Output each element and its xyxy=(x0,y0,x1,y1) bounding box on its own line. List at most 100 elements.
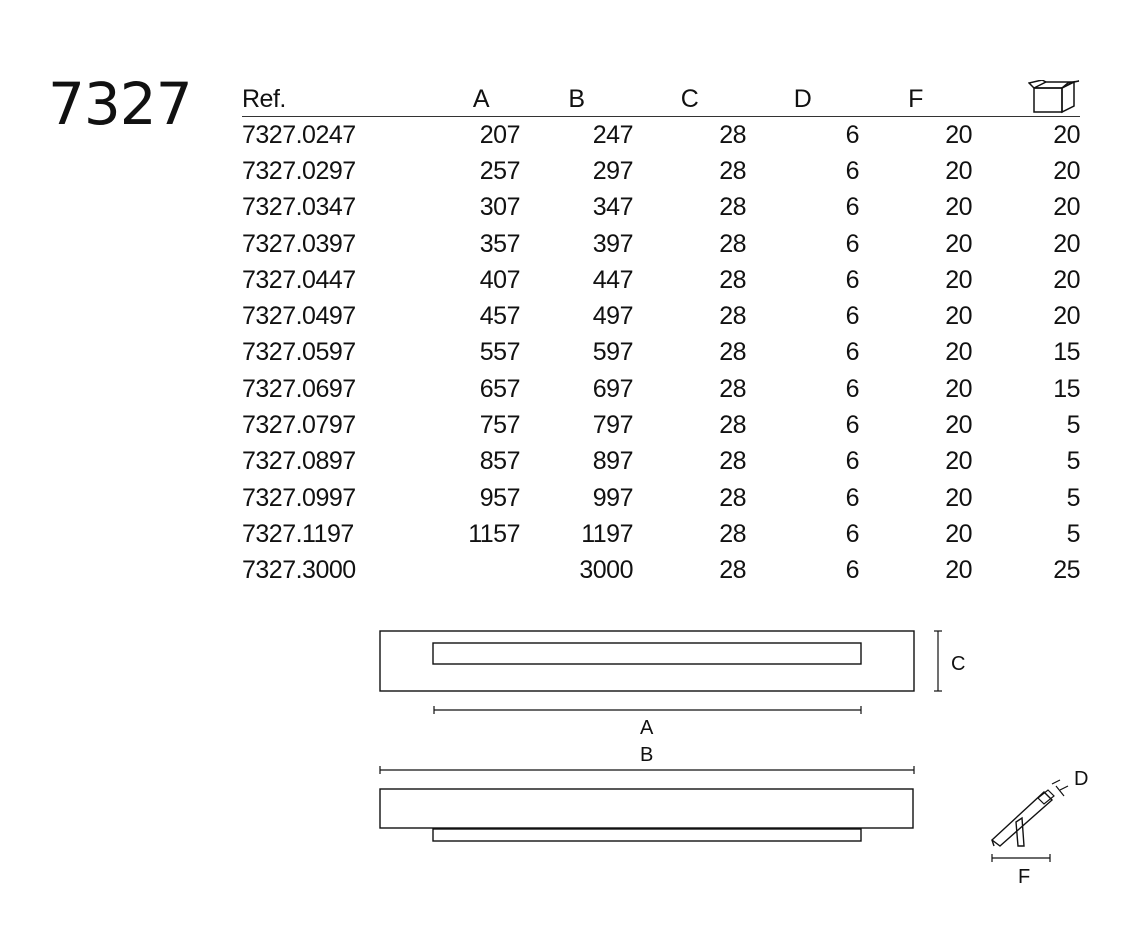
cell-qty: 20 xyxy=(1053,265,1080,294)
cell-d: 6 xyxy=(845,411,860,440)
cell-f: 20 xyxy=(945,265,972,294)
cell-f: 20 xyxy=(945,193,972,222)
cell-d: 6 xyxy=(845,374,860,403)
cell-ref: 7327.0697 xyxy=(242,374,356,403)
dimension-c: C xyxy=(934,630,965,692)
cell-c: 28 xyxy=(719,229,746,258)
label-b: B xyxy=(640,744,653,766)
cell-f: 20 xyxy=(945,447,972,476)
cell-ref: 7327.0347 xyxy=(242,193,356,222)
cell-b: 997 xyxy=(592,483,634,512)
cell-b: 297 xyxy=(592,156,634,185)
table-row: 7327.0347 307 347 28 6 20 20 xyxy=(242,190,1081,226)
cell-a: 307 xyxy=(479,193,521,222)
cell-c: 28 xyxy=(719,374,746,403)
cell-a: 207 xyxy=(479,120,521,149)
cell-d: 6 xyxy=(845,556,860,585)
cell-d: 6 xyxy=(845,302,860,331)
cell-b: 347 xyxy=(592,193,634,222)
cell-c: 28 xyxy=(719,447,746,476)
cell-b: 897 xyxy=(592,447,634,476)
cell-ref: 7327.0297 xyxy=(242,156,356,185)
cell-f: 20 xyxy=(945,374,972,403)
cell-c: 28 xyxy=(719,156,746,185)
cell-ref: 7327.0497 xyxy=(242,302,356,331)
cell-c: 28 xyxy=(719,265,746,294)
cell-ref: 7327.0247 xyxy=(242,120,356,149)
cell-f: 20 xyxy=(945,338,972,367)
cell-d: 6 xyxy=(845,338,860,367)
cell-qty: 20 xyxy=(1053,120,1080,149)
cell-a: 1157 xyxy=(468,519,520,548)
header-b: B xyxy=(520,78,633,117)
cell-c: 28 xyxy=(719,193,746,222)
cell-f: 20 xyxy=(945,483,972,512)
cell-ref: 7327.0997 xyxy=(242,483,356,512)
cell-ref: 7327.0797 xyxy=(242,411,356,440)
cell-b: 797 xyxy=(592,411,634,440)
label-d: D xyxy=(1074,768,1088,790)
cell-c: 28 xyxy=(719,556,746,585)
table-body: 7327.0247 207 247 28 6 20 20 7327.0297 257 297 28 6… xyxy=(242,117,1081,589)
cell-ref: 7327.0447 xyxy=(242,265,356,294)
header-ref: Ref. xyxy=(242,78,442,117)
header-box xyxy=(972,78,1080,117)
cell-b: 447 xyxy=(592,265,634,294)
model-number: 7327 xyxy=(48,70,193,138)
cell-c: 28 xyxy=(719,411,746,440)
cell-qty: 5 xyxy=(1066,519,1081,548)
cell-ref: 7327.3000 xyxy=(242,556,356,585)
cell-c: 28 xyxy=(719,120,746,149)
cell-ref: 7327.1197 xyxy=(242,519,354,548)
cell-qty: 20 xyxy=(1053,193,1080,222)
cell-qty: 5 xyxy=(1066,447,1081,476)
cell-b: 397 xyxy=(592,229,634,258)
cell-f: 20 xyxy=(945,556,972,585)
cell-d: 6 xyxy=(845,447,860,476)
dimension-a: A xyxy=(433,706,862,739)
top-view xyxy=(379,788,914,842)
cell-d: 6 xyxy=(845,483,860,512)
cell-a: 257 xyxy=(479,156,521,185)
cell-qty: 15 xyxy=(1053,374,1080,403)
cell-b: 247 xyxy=(592,120,634,149)
label-c: C xyxy=(951,653,965,675)
header-f: F xyxy=(859,78,972,117)
cell-f: 20 xyxy=(945,156,972,185)
front-view xyxy=(379,630,915,692)
cell-d: 6 xyxy=(845,193,860,222)
top-view-plate xyxy=(379,788,914,829)
label-f: F xyxy=(1018,866,1030,888)
cell-b: 597 xyxy=(592,338,634,367)
cell-c: 28 xyxy=(719,338,746,367)
cell-d: 6 xyxy=(845,120,860,149)
cell-b: 1197 xyxy=(581,519,633,548)
cell-a: 557 xyxy=(479,338,521,367)
table-row: 7327.0697 657 697 28 6 20 15 xyxy=(242,371,1081,407)
cell-b: 697 xyxy=(592,374,634,403)
cell-b: 3000 xyxy=(579,556,633,585)
cell-a: 407 xyxy=(479,265,521,294)
cell-a: 857 xyxy=(479,447,521,476)
front-view-slot xyxy=(432,642,862,665)
cell-ref: 7327.0397 xyxy=(242,229,356,258)
cell-ref: 7327.0597 xyxy=(242,338,356,367)
cell-f: 20 xyxy=(945,229,972,258)
cell-a: 457 xyxy=(479,302,521,331)
cell-qty: 5 xyxy=(1066,411,1081,440)
cell-a: 657 xyxy=(479,374,521,403)
box-icon xyxy=(1028,80,1080,114)
cell-qty: 20 xyxy=(1053,229,1080,258)
cell-b: 497 xyxy=(592,302,634,331)
cell-a: 957 xyxy=(479,483,521,512)
cell-qty: 5 xyxy=(1066,483,1081,512)
